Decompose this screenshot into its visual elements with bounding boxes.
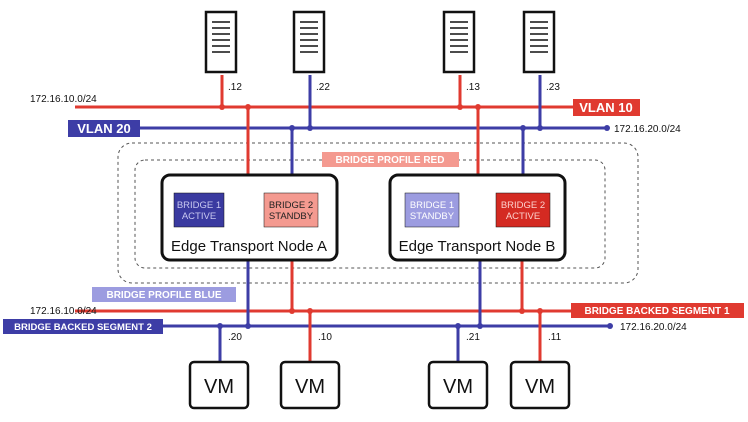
segment2-tag [3, 319, 163, 334]
vm-box [279, 360, 341, 410]
vm-ip-label: .21 [466, 332, 480, 343]
vlan20-tag-label: VLAN 20 [77, 121, 130, 136]
node-a-title: Edge Transport Node A [171, 238, 327, 255]
vlan10-tag-label: VLAN 10 [579, 100, 632, 115]
vm-ip-label: .11 [548, 332, 562, 343]
seg2-subnet-label: 172.16.20.0/24 [620, 322, 687, 333]
vm-ip-label: .10 [318, 332, 332, 343]
segment1-tag-label: BRIDGE BACKED SEGMENT 1 [584, 306, 729, 317]
bridge-profile-red-label: BRIDGE PROFILE RED [336, 155, 445, 166]
bridge-profile-blue-boundary [117, 142, 639, 284]
vm-label: VM [295, 376, 325, 398]
vlan10-subnet-label: 172.16.10.0/24 [30, 94, 97, 105]
node-a-bridge2-line2: STANDBY [269, 211, 314, 222]
bridge-profile-red-tag [322, 152, 459, 167]
server-icon [292, 10, 326, 74]
junction-dots [217, 104, 613, 329]
vm-label: VM [443, 376, 473, 398]
server-ip-label: .23 [546, 82, 560, 93]
bridge-profile-blue-tag [92, 287, 236, 302]
node-a-bridge1-line1: BRIDGE 1 [177, 200, 221, 211]
node-b-bridge1-line1: BRIDGE 1 [410, 200, 454, 211]
node-b-bridge2-line1: BRIDGE 2 [501, 200, 545, 211]
node-b-bridge1-standby [404, 192, 460, 228]
segment1-tag [571, 303, 744, 318]
segment2-tag-label: BRIDGE BACKED SEGMENT 2 [14, 322, 152, 333]
vlan10-tag [573, 99, 640, 116]
server-icon [442, 10, 476, 74]
network-lines [75, 75, 610, 362]
node-a-bridge2-line1: BRIDGE 2 [269, 200, 313, 211]
server-icon [522, 10, 556, 74]
vlan20-subnet-label: 172.16.20.0/24 [614, 124, 681, 135]
node-b-bridge1-line2: STANDBY [410, 211, 455, 222]
node-a-bridge2-standby [263, 192, 319, 228]
node-a-bridge1-line2: ACTIVE [182, 211, 216, 222]
bridge-profile-blue-label: BRIDGE PROFILE BLUE [106, 290, 221, 301]
vm-label: VM [525, 376, 555, 398]
node-b-bridge2-active [495, 192, 551, 228]
server-ip-label: .13 [466, 82, 480, 93]
server-ip-label: .12 [228, 82, 242, 93]
node-b-bridge2-line2: ACTIVE [506, 211, 540, 222]
node-b-title: Edge Transport Node B [399, 238, 556, 255]
vm-box [509, 360, 571, 410]
vm-label: VM [204, 376, 234, 398]
seg1-subnet-label: 172.16.10.0/24 [30, 306, 97, 317]
node-a-bridge1-active [173, 192, 225, 228]
vm-box [188, 360, 250, 410]
server-icon [204, 10, 238, 74]
server-ip-label: .22 [316, 82, 330, 93]
vm-ip-label: .20 [228, 332, 242, 343]
vm-box [427, 360, 489, 410]
vlan20-tag [68, 120, 140, 137]
